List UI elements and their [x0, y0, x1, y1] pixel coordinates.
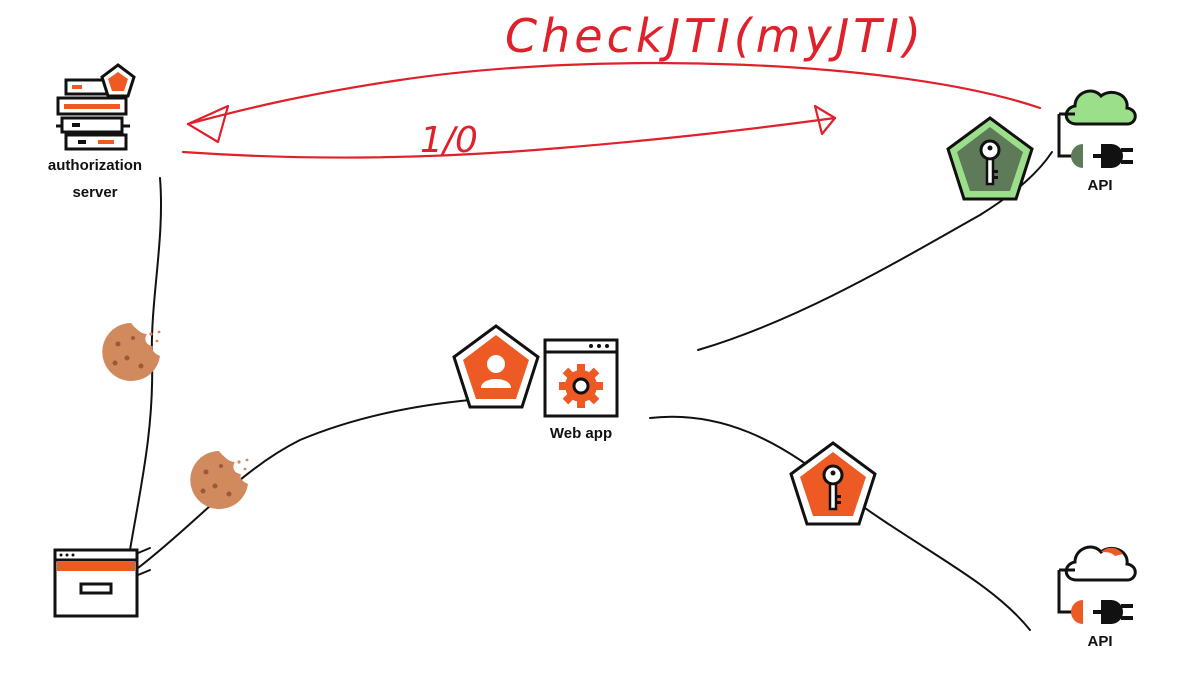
line-browser-to-webapp	[137, 399, 471, 569]
api-top-label: API	[1087, 177, 1113, 194]
cloud-plug-icon[interactable]	[1057, 89, 1137, 168]
request-arrow-head	[186, 104, 230, 144]
web-app-gear-icon[interactable]	[543, 338, 619, 418]
user-pentagon-icon	[452, 324, 540, 409]
annotation-call-text: CheckJTI(myJTI)	[505, 9, 925, 63]
server-rack-icon	[56, 63, 136, 151]
key-pentagon-icon	[789, 441, 877, 526]
browser-tick-2	[137, 569, 151, 576]
browser-window-icon[interactable]	[53, 548, 139, 618]
auth-server-label: authorization server	[30, 152, 160, 206]
key-pentagon-icon	[946, 116, 1034, 201]
cookie-icon	[190, 451, 249, 509]
auth-server-label-line1: authorization	[47, 157, 143, 174]
response-arrow-head	[813, 104, 837, 136]
shield-pentagon-icon	[100, 63, 136, 98]
cookie-icon	[102, 323, 161, 381]
key-icon	[822, 464, 844, 511]
request-arrow-line	[186, 61, 1042, 126]
api-bottom-label: API	[1087, 633, 1113, 650]
key-icon	[979, 139, 1001, 186]
annotation-response-text: 1/0	[420, 120, 478, 161]
line-webapp-to-api-top	[697, 151, 1053, 351]
gear-icon	[559, 364, 603, 408]
browser-tick-1	[137, 547, 151, 554]
response-arrow-line	[181, 116, 837, 159]
auth-server-label-line2: server	[72, 184, 118, 201]
cloud-plug-icon[interactable]	[1057, 545, 1137, 624]
annotation-loop	[181, 61, 1042, 159]
web-app-label: Web app	[549, 425, 613, 442]
